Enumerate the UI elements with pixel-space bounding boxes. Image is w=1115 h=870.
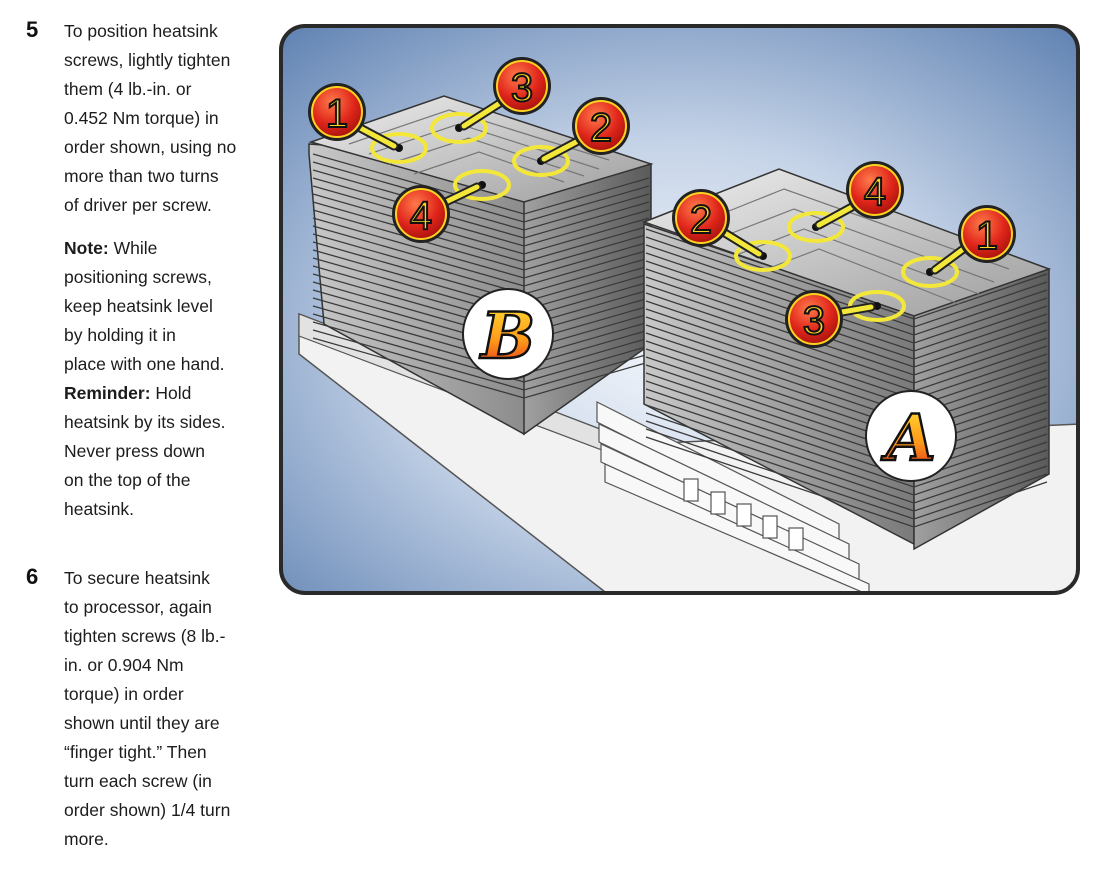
reminder-line: Reminder: Hold: [64, 383, 192, 403]
fin-line: [645, 412, 1048, 504]
fin-line: [645, 396, 1048, 488]
fin-line: [645, 404, 1048, 496]
note-line: place with one hand.: [64, 354, 225, 374]
fin-line: [645, 420, 1048, 512]
text-line: to processor, again: [64, 597, 212, 617]
fin-line: [645, 268, 1048, 360]
reminder-line: Never press down: [64, 441, 206, 461]
text-line: shown until they are: [64, 713, 220, 733]
heatsink-a-label: A: [865, 390, 957, 482]
fin-line: [645, 252, 1048, 344]
text-line: To position heatsink: [64, 21, 218, 41]
fin-line: [645, 292, 1048, 384]
text-line: 0.452 Nm torque) in: [64, 108, 219, 128]
reminder-line: on the top of the: [64, 470, 191, 490]
text-line: more.: [64, 829, 109, 849]
fin-line: [645, 244, 1048, 336]
text-line: torque) in order: [64, 684, 184, 704]
svg-text:2: 2: [690, 198, 712, 242]
svg-text:B: B: [479, 299, 535, 374]
fin-line: [312, 329, 650, 391]
fin-line: [312, 185, 650, 247]
svg-text:A: A: [881, 401, 936, 476]
fin-line: [312, 337, 650, 399]
step-number: 5: [26, 17, 39, 42]
fin-line: [312, 169, 650, 231]
fin-line: [312, 225, 650, 287]
figure-frame: [279, 24, 1080, 595]
step-text: To secure heatsink to processor, again t…: [64, 564, 264, 854]
heatsink-illustration: 1 3 2 4 2 4 1 3 B A: [279, 24, 1080, 595]
text-line: more than two turns: [64, 166, 219, 186]
svg-text:1: 1: [326, 92, 348, 136]
screw-badge-a3: 3: [785, 290, 843, 348]
note-line: Note: While: [64, 238, 158, 258]
note-label: Note:: [64, 238, 109, 258]
fin-line: [312, 153, 650, 215]
svg-text:3: 3: [511, 66, 533, 110]
step-number: 6: [26, 564, 39, 589]
text-line: To secure heatsink: [64, 568, 210, 588]
note-line: keep heatsink level: [64, 296, 213, 316]
text-line: of driver per screw.: [64, 195, 212, 215]
fin-line: [645, 284, 1048, 376]
screw-badge-b2: 2: [572, 97, 630, 155]
fin-line: [312, 217, 650, 279]
text-line: “finger tight.” Then: [64, 742, 207, 762]
svg-text:4: 4: [864, 170, 886, 214]
fin-line: [312, 193, 650, 255]
fin-line: [645, 260, 1048, 352]
text-line: screws, lightly tighten: [64, 50, 231, 70]
reminder-line: heatsink.: [64, 499, 135, 519]
note-line: by holding it in: [64, 325, 176, 345]
svg-text:2: 2: [590, 106, 612, 150]
note-line: positioning screws,: [64, 267, 212, 287]
screw-badge-b1: 1: [308, 83, 366, 141]
svg-text:3: 3: [803, 299, 825, 343]
fin-line: [645, 236, 1048, 328]
screw-badge-a4: 4: [846, 161, 904, 219]
text-line: in. or 0.904 Nm: [64, 655, 184, 675]
fin-line: [645, 276, 1048, 368]
svg-text:1: 1: [976, 214, 998, 258]
heatsink-b-label: B: [462, 288, 554, 380]
screw-badge-a1: 1: [958, 205, 1016, 263]
text-line: tighten screws (8 lb.-: [64, 626, 226, 646]
fin-line: [312, 321, 650, 383]
screw-badge-a2: 2: [672, 189, 730, 247]
text-line: turn each screw (in: [64, 771, 212, 791]
fin-line: [312, 201, 650, 263]
fin-line: [312, 161, 650, 223]
text-line: order shown, using no: [64, 137, 237, 157]
reminder-label: Reminder:: [64, 383, 151, 403]
reminder-line: heatsink by its sides.: [64, 412, 226, 432]
fin-line: [312, 177, 650, 239]
text-line: order shown) 1/4 turn: [64, 800, 231, 820]
fin-line: [312, 209, 650, 271]
screw-badge-b4: 4: [392, 185, 450, 243]
fin-line: [645, 436, 1048, 528]
fin-line: [645, 428, 1048, 520]
svg-text:4: 4: [410, 194, 432, 238]
text-line: them (4 lb.-in. or: [64, 79, 192, 99]
screw-badge-b3: 3: [493, 57, 551, 115]
step-text: To position heatsink screws, lightly tig…: [64, 17, 264, 524]
